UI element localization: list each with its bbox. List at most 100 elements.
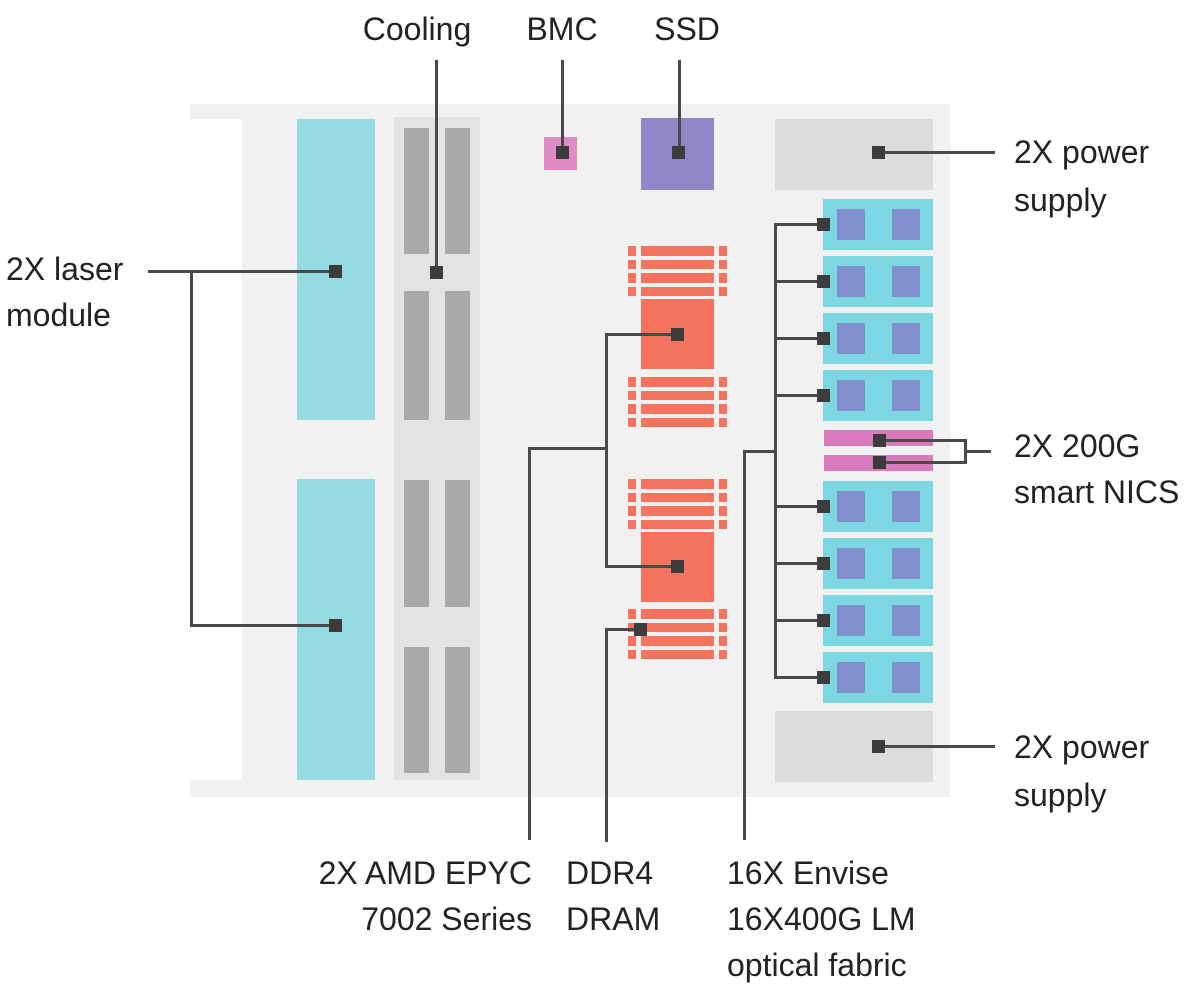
laser-branch [189,269,193,627]
fabric-endpoint-7 [816,613,830,627]
cpu-label: 2X AMD EPYC 7002 Series [318,855,532,937]
optical-fabric-label: 16X Envise 16X400G LM optical fabric [727,855,916,983]
fabric-chip-4-1 [837,380,865,411]
dram-g1-r3-right [719,273,727,283]
fabric-chip-6-2 [892,548,920,579]
dram-g4-r4-bar [641,649,714,659]
psu-top-endpoint [871,145,885,159]
fan-bar-c1-s4 [404,647,429,773]
fabric-chip-6-1 [837,548,865,579]
fan-bar-c2-s3 [445,480,470,607]
dram-g3-r1-right [719,479,727,489]
fabric-branch-4 [775,393,822,397]
fabric-branch-8 [775,675,822,679]
dram-line [605,627,608,842]
dram-g3-r2-left [628,492,636,502]
optical-fabric-join [744,449,777,453]
nic-endpoint-2 [872,455,886,469]
dram-g4-r1-right [719,609,727,619]
dram-g2-r1-right [719,377,727,387]
power-supply-bottom-label: 2X power supply [1014,729,1150,813]
psu-bottom-line [878,744,995,748]
dram-g1-r1-bar [641,246,714,256]
chassis-notch [190,119,242,780]
fan-bar-c2-s1 [445,128,470,254]
psu-bottom-endpoint [871,739,885,753]
dram-g3-r4-left [628,519,636,529]
laser-endpoint-1 [328,264,342,278]
laser-endpoint-2 [328,618,342,632]
ssd-endpoint [671,145,685,159]
fabric-endpoint-8 [816,670,830,684]
dram-g3-r3-right [719,506,727,516]
fabric-chip-8-1 [837,662,865,693]
dram-g2-r4-left [628,417,636,427]
fabric-endpoint-6 [816,556,830,570]
cpu-junction [529,446,608,450]
dram-g1-r2-left [628,259,636,269]
cpu-label-line [527,446,531,840]
dram-g2-r4-right [719,417,727,427]
dram-g1-r3-bar [641,273,714,283]
dram-endpoint [633,622,647,636]
power-supply-top-label: 2X power supply [1014,134,1150,218]
dram-label: DDR4 DRAM [566,855,661,937]
fabric-chip-7-2 [892,605,920,636]
dram-g1-r1-right [719,246,727,256]
dram-g4-r3-bar [641,636,714,646]
dram-g1-r4-right [719,286,727,296]
dram-g4-r2-left [628,622,636,632]
dram-g4-r2-right [719,622,727,632]
ssd-label: SSD [654,11,720,47]
optical-fabric-line [742,449,746,840]
laser-line-bottom [191,623,335,627]
fan-bar-c1-s3 [404,480,429,607]
fabric-endpoint-5 [816,499,830,513]
dram-g4-r3-right [719,636,727,646]
fabric-branch-3 [775,336,822,340]
dram-g3-r3-left [628,506,636,516]
cooling-line [434,60,438,272]
fabric-chip-1-2 [892,209,920,240]
fabric-chip-4-2 [892,380,920,411]
cooling-endpoint [429,265,443,279]
dram-g3-r1-left [628,479,636,489]
fabric-endpoint-2 [816,274,830,288]
dram-g2-r2-right [719,390,727,400]
psu-top-line [878,150,995,154]
dram-g3-r1-bar [641,479,714,489]
dram-g4-r1-bar [641,609,714,619]
cpu-main-line [605,332,608,568]
fabric-chip-3-1 [837,323,865,354]
fabric-branch-7 [775,618,822,622]
fan-bar-c1-s2 [404,291,429,420]
fabric-chip-7-1 [837,605,865,636]
dram-g3-r2-right [719,492,727,502]
dram-g3-r4-bar [641,519,714,529]
fabric-chip-5-2 [892,491,920,522]
fabric-chip-8-2 [892,662,920,693]
dram-g4-r1-left [628,609,636,619]
dram-g3-r3-bar [641,506,714,516]
dram-g4-r4-left [628,649,636,659]
fabric-endpoint-4 [816,388,830,402]
dram-g2-r1-bar [641,377,714,387]
cpu-branch-1 [606,332,677,336]
nic-line-2 [879,460,967,464]
fabric-chip-5-1 [837,491,865,522]
dram-g2-r1-left [628,377,636,387]
fabric-endpoint-3 [816,331,830,345]
fan-bar-c2-s4 [445,647,470,773]
dram-g2-r2-left [628,390,636,400]
dram-g1-r4-bar [641,286,714,296]
cpu-endpoint-2 [670,559,684,573]
dram-g1-r1-left [628,246,636,256]
fan-bar-c1-s1 [404,128,429,254]
bmc-endpoint [555,145,569,159]
dram-g4-r4-right [719,649,727,659]
fabric-branch-1 [775,222,822,226]
fabric-chip-2-2 [892,266,920,297]
fabric-chip-1-1 [837,209,865,240]
fabric-chip-3-2 [892,323,920,354]
smart-nics-label: 2X 200G smart NICS [1014,428,1180,510]
